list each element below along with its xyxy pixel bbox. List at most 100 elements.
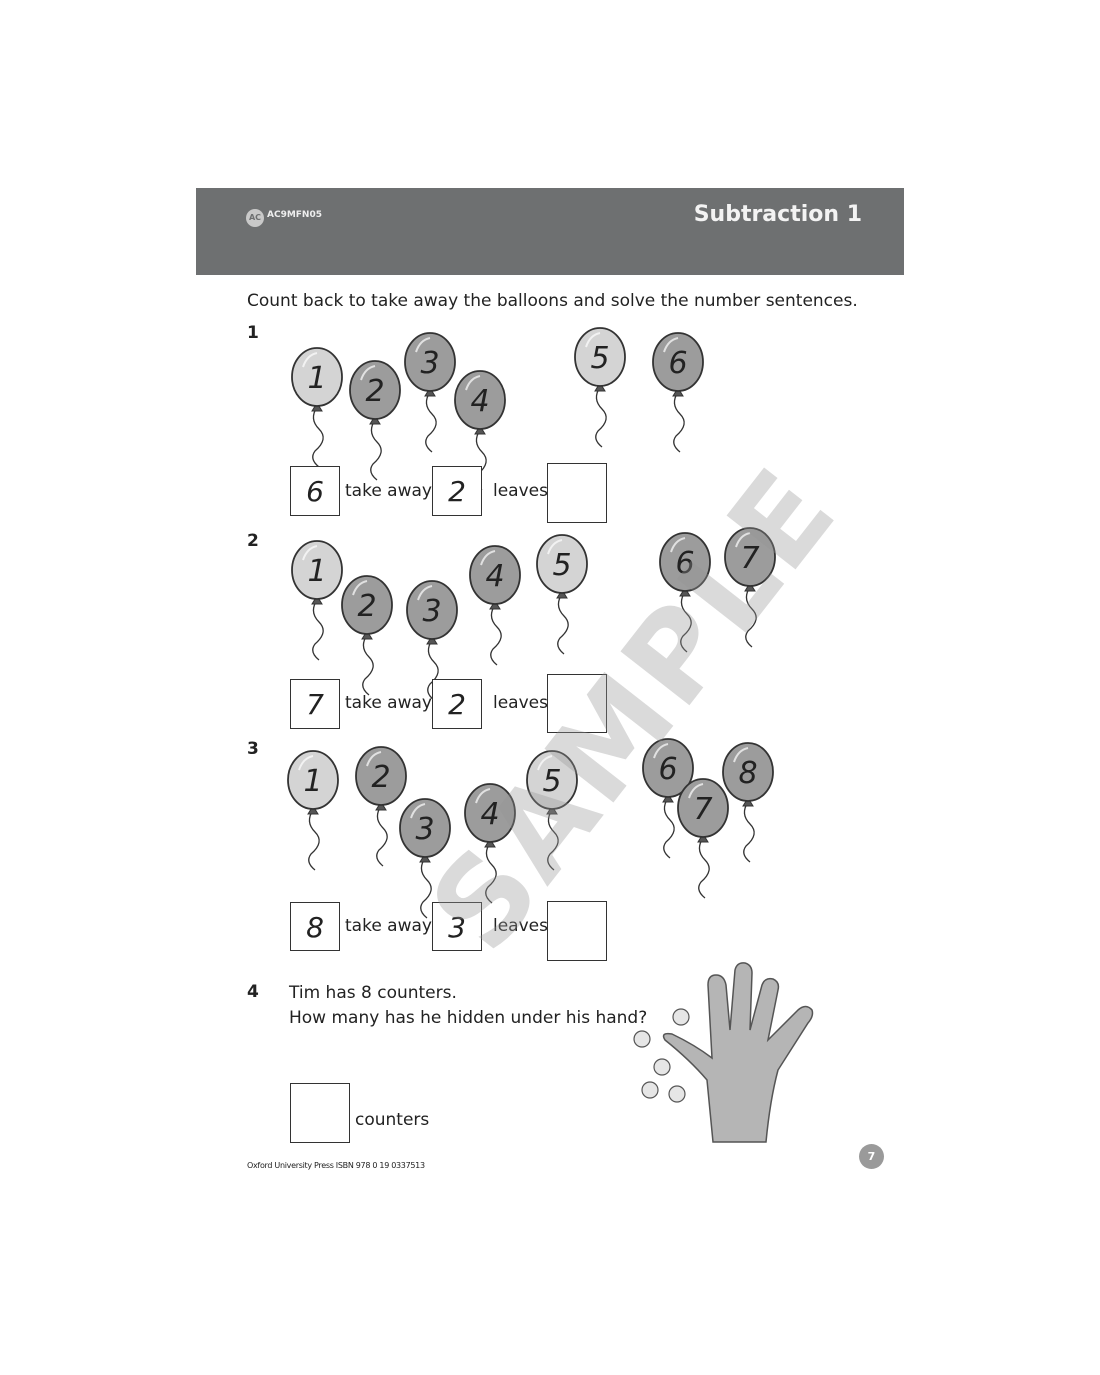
balloon-number: 8 (738, 756, 757, 791)
question-4-text: Tim has 8 counters. How many has he hidd… (289, 981, 647, 1031)
leaves-label: leaves (493, 916, 548, 936)
balloon-highlight (417, 585, 433, 601)
balloon-knot (484, 838, 496, 848)
balloon-highlight (415, 337, 431, 353)
balloon-knot (311, 402, 323, 412)
balloon-string (673, 391, 685, 453)
balloon-knot (662, 793, 674, 803)
balloon-highlight (366, 751, 382, 767)
start-number-box: 7 (290, 679, 340, 729)
balloon-knot (426, 635, 438, 645)
balloon-knot (594, 382, 606, 392)
balloon-string (557, 593, 569, 655)
curriculum-code: AC9MFN05 (267, 210, 322, 220)
answer-input-1[interactable] (547, 463, 607, 523)
balloon-number: 2 (365, 374, 384, 409)
balloon-string (370, 419, 382, 481)
balloon-knot (672, 387, 684, 397)
counter (653, 1058, 671, 1076)
page-title: Subtraction 1 (693, 202, 862, 227)
start-number-box: 8 (290, 902, 340, 951)
question-number: 2 (247, 531, 259, 551)
answer-input-4[interactable] (290, 1083, 350, 1143)
counter (641, 1081, 659, 1099)
take-away-label: take away (345, 693, 432, 713)
balloon-string (595, 386, 607, 448)
leaves-label: leaves (493, 481, 548, 501)
balloon-number: 3 (415, 812, 434, 847)
balloon-string (420, 857, 432, 919)
counter (672, 1008, 690, 1026)
balloon-knot (744, 582, 756, 592)
balloon-number: 3 (420, 346, 439, 381)
balloon-highlight (480, 550, 496, 566)
counters-label: counters (355, 1110, 430, 1130)
balloon-number: 7 (693, 792, 712, 827)
balloon-highlight (302, 545, 318, 561)
balloon-knot (489, 600, 501, 610)
balloon-highlight (547, 539, 563, 555)
balloon-string (362, 634, 374, 696)
balloon-highlight (733, 747, 749, 763)
balloon-knot (307, 805, 319, 815)
balloon-string (698, 837, 710, 899)
balloon-string (485, 842, 497, 904)
balloon-highlight (465, 375, 481, 391)
balloon-knot (361, 630, 373, 640)
balloon-number: 1 (307, 554, 326, 589)
balloon-number: 5 (542, 764, 561, 799)
balloon-highlight (663, 337, 679, 353)
balloon-highlight (688, 783, 704, 799)
question-number: 4 (247, 982, 259, 1002)
balloon-string (308, 809, 320, 871)
balloon-string (743, 801, 755, 863)
balloon-highlight (653, 743, 669, 759)
balloon-highlight (735, 532, 751, 548)
balloon-string (490, 604, 502, 666)
balloon-knot (679, 587, 691, 597)
balloon-highlight (670, 537, 686, 553)
balloon-number: 1 (307, 361, 326, 396)
balloon-highlight (302, 352, 318, 368)
balloon-knot (546, 805, 558, 815)
amount-box: 2 (432, 466, 482, 516)
balloon-knot (424, 387, 436, 397)
balloon-string (376, 805, 388, 867)
balloon-number: 4 (470, 384, 489, 419)
take-away-label: take away (345, 916, 432, 936)
balloon-highlight (475, 788, 491, 804)
footer-isbn: Oxford University Press ISBN 978 0 19 03… (247, 1161, 425, 1170)
balloon-number: 2 (371, 760, 390, 795)
question-number: 1 (247, 323, 259, 343)
question-number: 3 (247, 739, 259, 759)
balloon-number: 6 (658, 752, 677, 787)
balloon-number: 6 (675, 546, 694, 581)
balloon-number: 4 (485, 559, 504, 594)
balloon-string (680, 591, 692, 653)
balloon-knot (311, 595, 323, 605)
balloon-string (425, 391, 437, 453)
balloon-highlight (352, 580, 368, 596)
header-bar: AC AC9MFN05 Subtraction 1 (196, 188, 904, 275)
balloon-knot (375, 801, 387, 811)
balloon-knot (419, 853, 431, 863)
balloon-highlight (360, 365, 376, 381)
counter (668, 1085, 686, 1103)
answer-input-3[interactable] (547, 901, 607, 961)
balloon-knot (369, 415, 381, 425)
balloon-string (312, 599, 324, 661)
answer-input-2[interactable] (547, 674, 607, 733)
balloon-number: 6 (668, 346, 687, 381)
balloon-highlight (585, 332, 601, 348)
curriculum-badge-icon: AC (246, 209, 264, 227)
balloon-string (745, 586, 757, 648)
balloon-number: 4 (480, 797, 499, 832)
balloon-highlight (537, 755, 553, 771)
balloon-number: 2 (357, 589, 376, 624)
balloon-highlight (410, 803, 426, 819)
question-4-line-1: Tim has 8 counters. (289, 983, 457, 1003)
balloon-string (427, 639, 439, 701)
take-away-label: take away (345, 481, 432, 501)
leaves-label: leaves (493, 693, 548, 713)
